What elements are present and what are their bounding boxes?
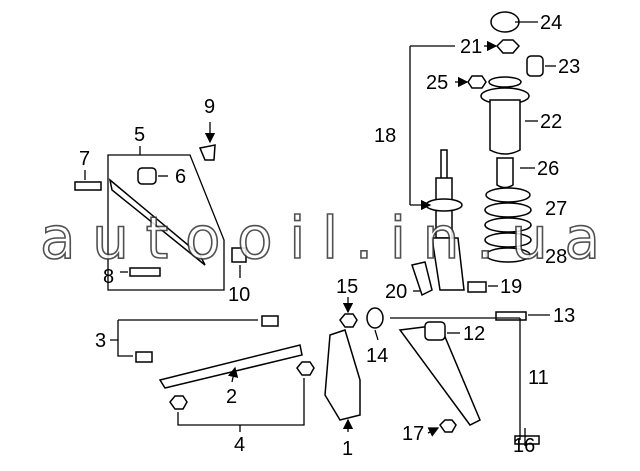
callout-18: 18	[374, 125, 396, 147]
callout-13: 13	[553, 305, 575, 327]
callout-19: 19	[500, 276, 522, 298]
part-3-bolt-b	[135, 351, 153, 363]
part-12-bushing	[424, 321, 446, 341]
callout-1: 1	[342, 438, 353, 460]
part-14-washer	[366, 307, 384, 329]
strut-parts	[411, 11, 544, 297]
part-20-bracket	[411, 261, 433, 297]
callout-7: 7	[79, 148, 90, 170]
part-1-knuckle	[324, 329, 361, 421]
part-26-bumper	[496, 157, 514, 189]
part-25-nut	[467, 75, 487, 89]
part-3-bolt-a	[261, 315, 279, 327]
part-4-nut-b	[296, 361, 315, 376]
callout-17: 17	[402, 423, 424, 445]
callouts: 24 21 23 25 22 18 26 27 28 19 20 13 12 1…	[79, 12, 580, 460]
part-16-bolt	[514, 435, 540, 445]
part-13-bolt	[495, 311, 527, 321]
callout-3: 3	[95, 330, 106, 352]
part-17-nut	[439, 419, 457, 433]
callout-25: 25	[426, 72, 448, 94]
callout-8: 8	[103, 266, 114, 288]
part-24-cap	[490, 11, 520, 33]
callout-11: 11	[528, 367, 549, 389]
callout-2: 2	[226, 386, 237, 408]
callout-20: 20	[385, 281, 407, 303]
leader-lines	[84, 21, 556, 446]
part-10-nut	[231, 247, 247, 263]
callout-14: 14	[366, 345, 388, 367]
part-2-link	[158, 344, 303, 389]
part-22-boot	[489, 99, 521, 155]
part-9-bracket	[198, 144, 216, 161]
callout-5: 5	[134, 124, 145, 146]
callout-28: 28	[545, 246, 567, 268]
callout-10: 10	[228, 284, 250, 306]
part-18-strut	[425, 149, 465, 291]
callout-26: 26	[537, 158, 559, 180]
callout-4: 4	[234, 434, 245, 456]
callout-21: 21	[460, 36, 482, 58]
part-19-bolt	[467, 281, 487, 293]
callout-16: 16	[513, 435, 535, 457]
watermark: autooil.in.ua	[40, 204, 600, 272]
arm-parts	[74, 144, 540, 445]
callout-22: 22	[540, 111, 562, 133]
callout-15: 15	[336, 276, 358, 298]
callout-23: 23	[558, 56, 580, 78]
part-7-bolt	[74, 181, 102, 191]
part-21-nut	[495, 39, 521, 54]
part-8-bolt	[129, 267, 161, 277]
part-27-spring	[484, 187, 532, 263]
callout-9: 9	[204, 96, 215, 118]
part-6-bushing	[137, 167, 157, 185]
part-5-arm	[108, 178, 206, 266]
callout-27: 27	[545, 198, 567, 220]
part-4-nut-a	[169, 395, 188, 410]
part-15-nut	[339, 313, 358, 328]
callout-12: 12	[463, 323, 485, 345]
part-23-bushing	[526, 55, 544, 77]
callout-24: 24	[540, 12, 562, 34]
callout-6: 6	[175, 166, 186, 188]
